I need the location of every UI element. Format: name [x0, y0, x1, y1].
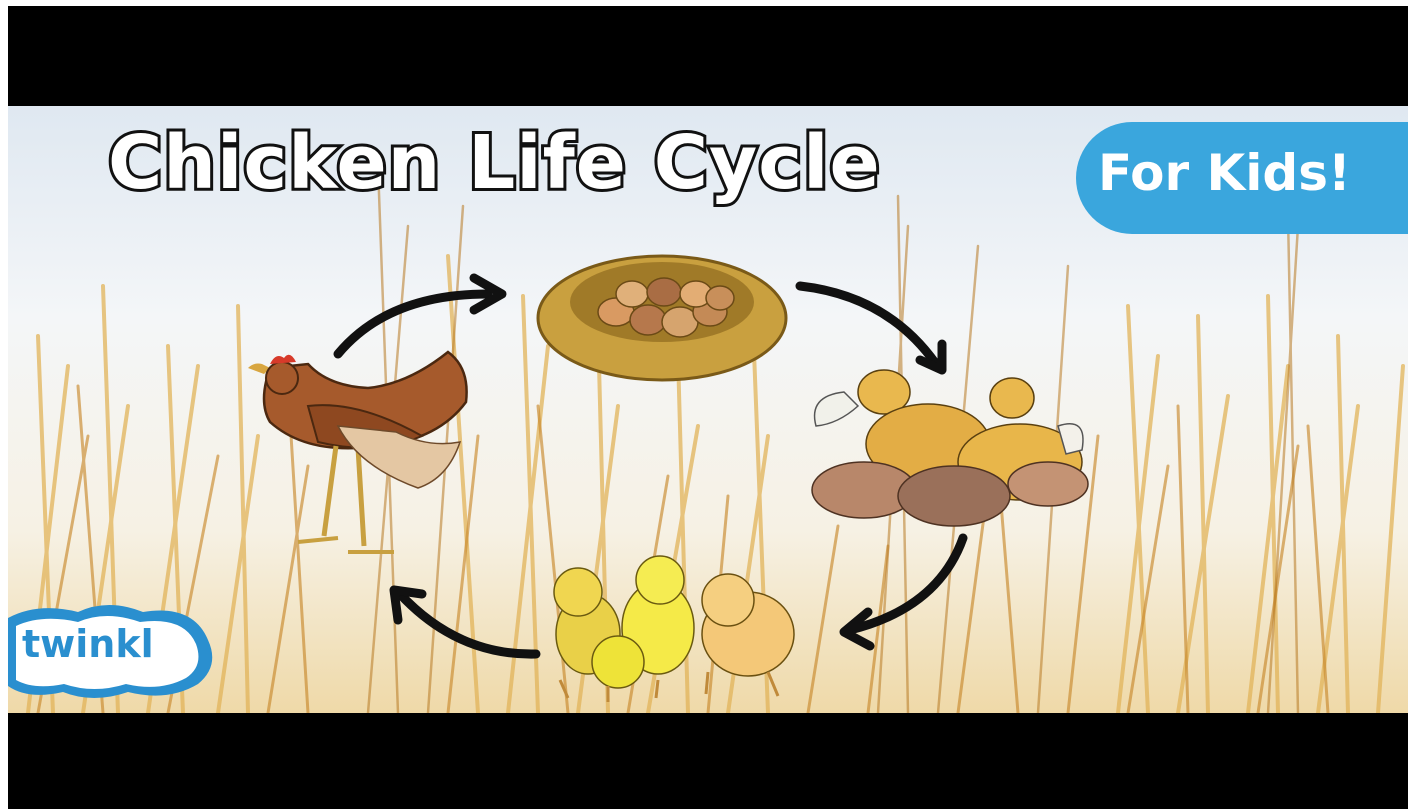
nest-with-eggs: [538, 256, 786, 380]
twinkl-logo: twinkl: [8, 600, 213, 700]
page-title: Chicken Life Cycle: [108, 120, 881, 206]
hen: [248, 352, 467, 552]
logo-label: twinkl: [22, 622, 154, 666]
for-kids-badge: For Kids!: [1076, 122, 1408, 234]
letterbox-bottom: [8, 713, 1408, 809]
letterbox-top: [8, 6, 1408, 106]
chicks: [554, 556, 794, 702]
hatching-chicks: [812, 370, 1088, 526]
illustration-scene: Chicken Life Cycle For Kids! twinkl: [8, 106, 1408, 713]
badge-label: For Kids!: [1098, 144, 1351, 202]
